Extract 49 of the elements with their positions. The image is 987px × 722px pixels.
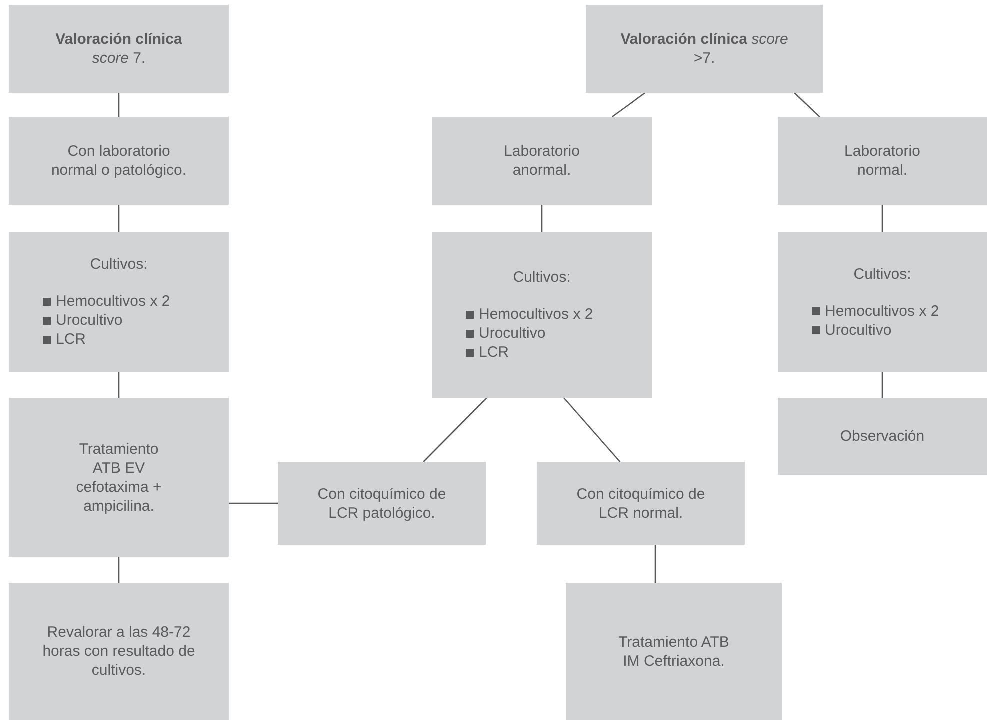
- process-box: [778, 232, 987, 372]
- box-text: Con citoquímico de LCR normal.: [576, 484, 706, 522]
- box-text: Valoración clínica score 7.: [54, 30, 184, 68]
- process-box: [566, 583, 782, 720]
- box-text: Laboratorio normal.: [844, 142, 922, 180]
- box-text: Tratamiento ATB EV cefotaxima + ampicilina.: [75, 440, 163, 516]
- list-item: Urocultivo: [56, 311, 123, 330]
- connector-line: [612, 92, 646, 118]
- connector-line: [229, 502, 278, 504]
- list-item: Urocultivo: [825, 320, 892, 340]
- connector-line: [794, 92, 820, 118]
- process-box: [778, 117, 987, 205]
- list-item: LCR: [56, 330, 86, 349]
- connector-line: [882, 372, 884, 398]
- list-item: Hemocultivos x 2: [479, 305, 594, 324]
- process-box: [9, 398, 229, 557]
- connector-line: [564, 398, 621, 462]
- box-text: Con citoquímico de LCR patológico.: [316, 484, 448, 522]
- connector-line: [118, 557, 120, 583]
- box-text: Revalorar a las 48-72 horas con resultado de cultivos.: [42, 623, 196, 680]
- box-heading: Cultivos:: [90, 255, 148, 274]
- list-item: Hemocultivos x 2: [825, 302, 940, 320]
- box-text: Valoración clínica score >7.: [620, 30, 790, 68]
- list-item: LCR: [479, 343, 510, 362]
- process-box: [9, 583, 229, 720]
- process-box: [432, 232, 652, 398]
- process-box: [278, 462, 486, 545]
- box-heading: Cultivos:: [854, 264, 912, 284]
- list-item: Urocultivo: [479, 324, 546, 343]
- process-box: [9, 117, 229, 205]
- process-box: [9, 5, 229, 93]
- box-heading: Cultivos:: [513, 268, 571, 287]
- box-text: Laboratorio anormal.: [503, 142, 581, 180]
- box-text: Con laboratorio normal o patológico.: [50, 142, 188, 180]
- process-box: [537, 462, 745, 545]
- connector-line: [541, 205, 543, 232]
- connector-line: [118, 93, 120, 117]
- connector-line: [423, 398, 488, 462]
- connector-line: [882, 205, 884, 232]
- process-box: [432, 117, 652, 205]
- list-item: Hemocultivos x 2: [56, 292, 170, 311]
- box-text: Observación: [840, 427, 925, 446]
- connector-line: [118, 205, 120, 232]
- connector-line: [654, 545, 656, 583]
- connector-line: [118, 372, 120, 398]
- box-text: Tratamiento ATB IM Ceftriaxona.: [618, 632, 730, 670]
- process-box: [778, 398, 987, 475]
- process-box: [586, 5, 823, 93]
- process-box: [9, 232, 229, 372]
